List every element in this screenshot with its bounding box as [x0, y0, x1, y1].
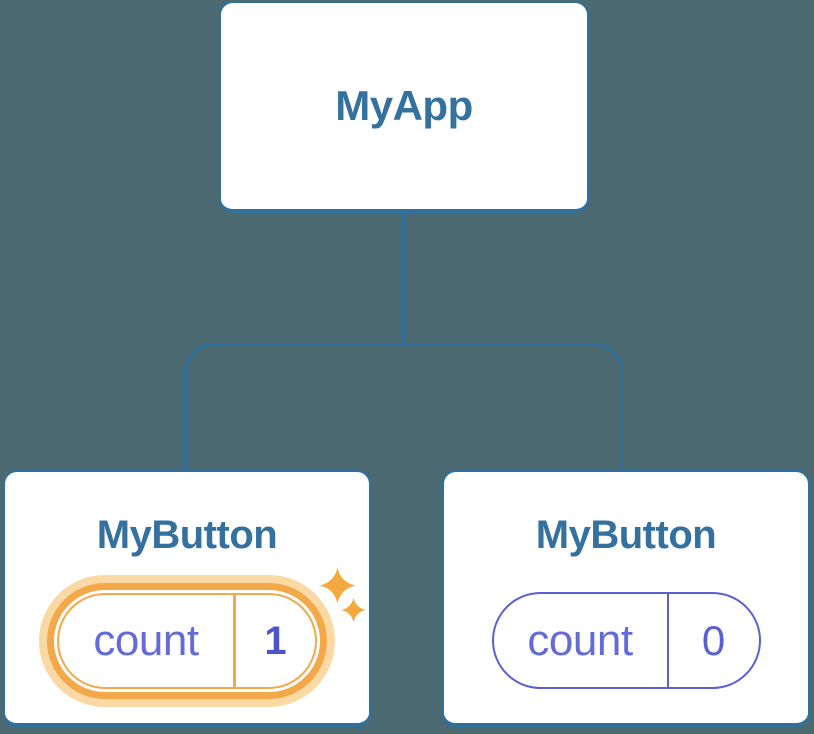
node-mybutton-2: MyButton count 0 [442, 470, 810, 727]
connector-branch [184, 343, 624, 470]
pill-divider [666, 594, 669, 687]
node-mybutton-1: MyButton count 1 [3, 470, 371, 727]
state-name-label: count [527, 615, 633, 665]
state-pill-highlighted: count 1 [57, 593, 317, 689]
node-title: MyApp [335, 82, 473, 129]
node-myapp: MyApp [219, 1, 589, 213]
pill-divider [233, 595, 236, 687]
state-pill: count 0 [491, 592, 761, 689]
sparkle-icon [319, 567, 366, 622]
node-title: MyButton [96, 513, 278, 557]
state-name-label: count [93, 616, 199, 665]
state-value: 1 [264, 618, 287, 663]
connector-stem [402, 211, 405, 344]
state-value: 0 [701, 616, 726, 664]
node-title: MyButton [535, 513, 717, 557]
